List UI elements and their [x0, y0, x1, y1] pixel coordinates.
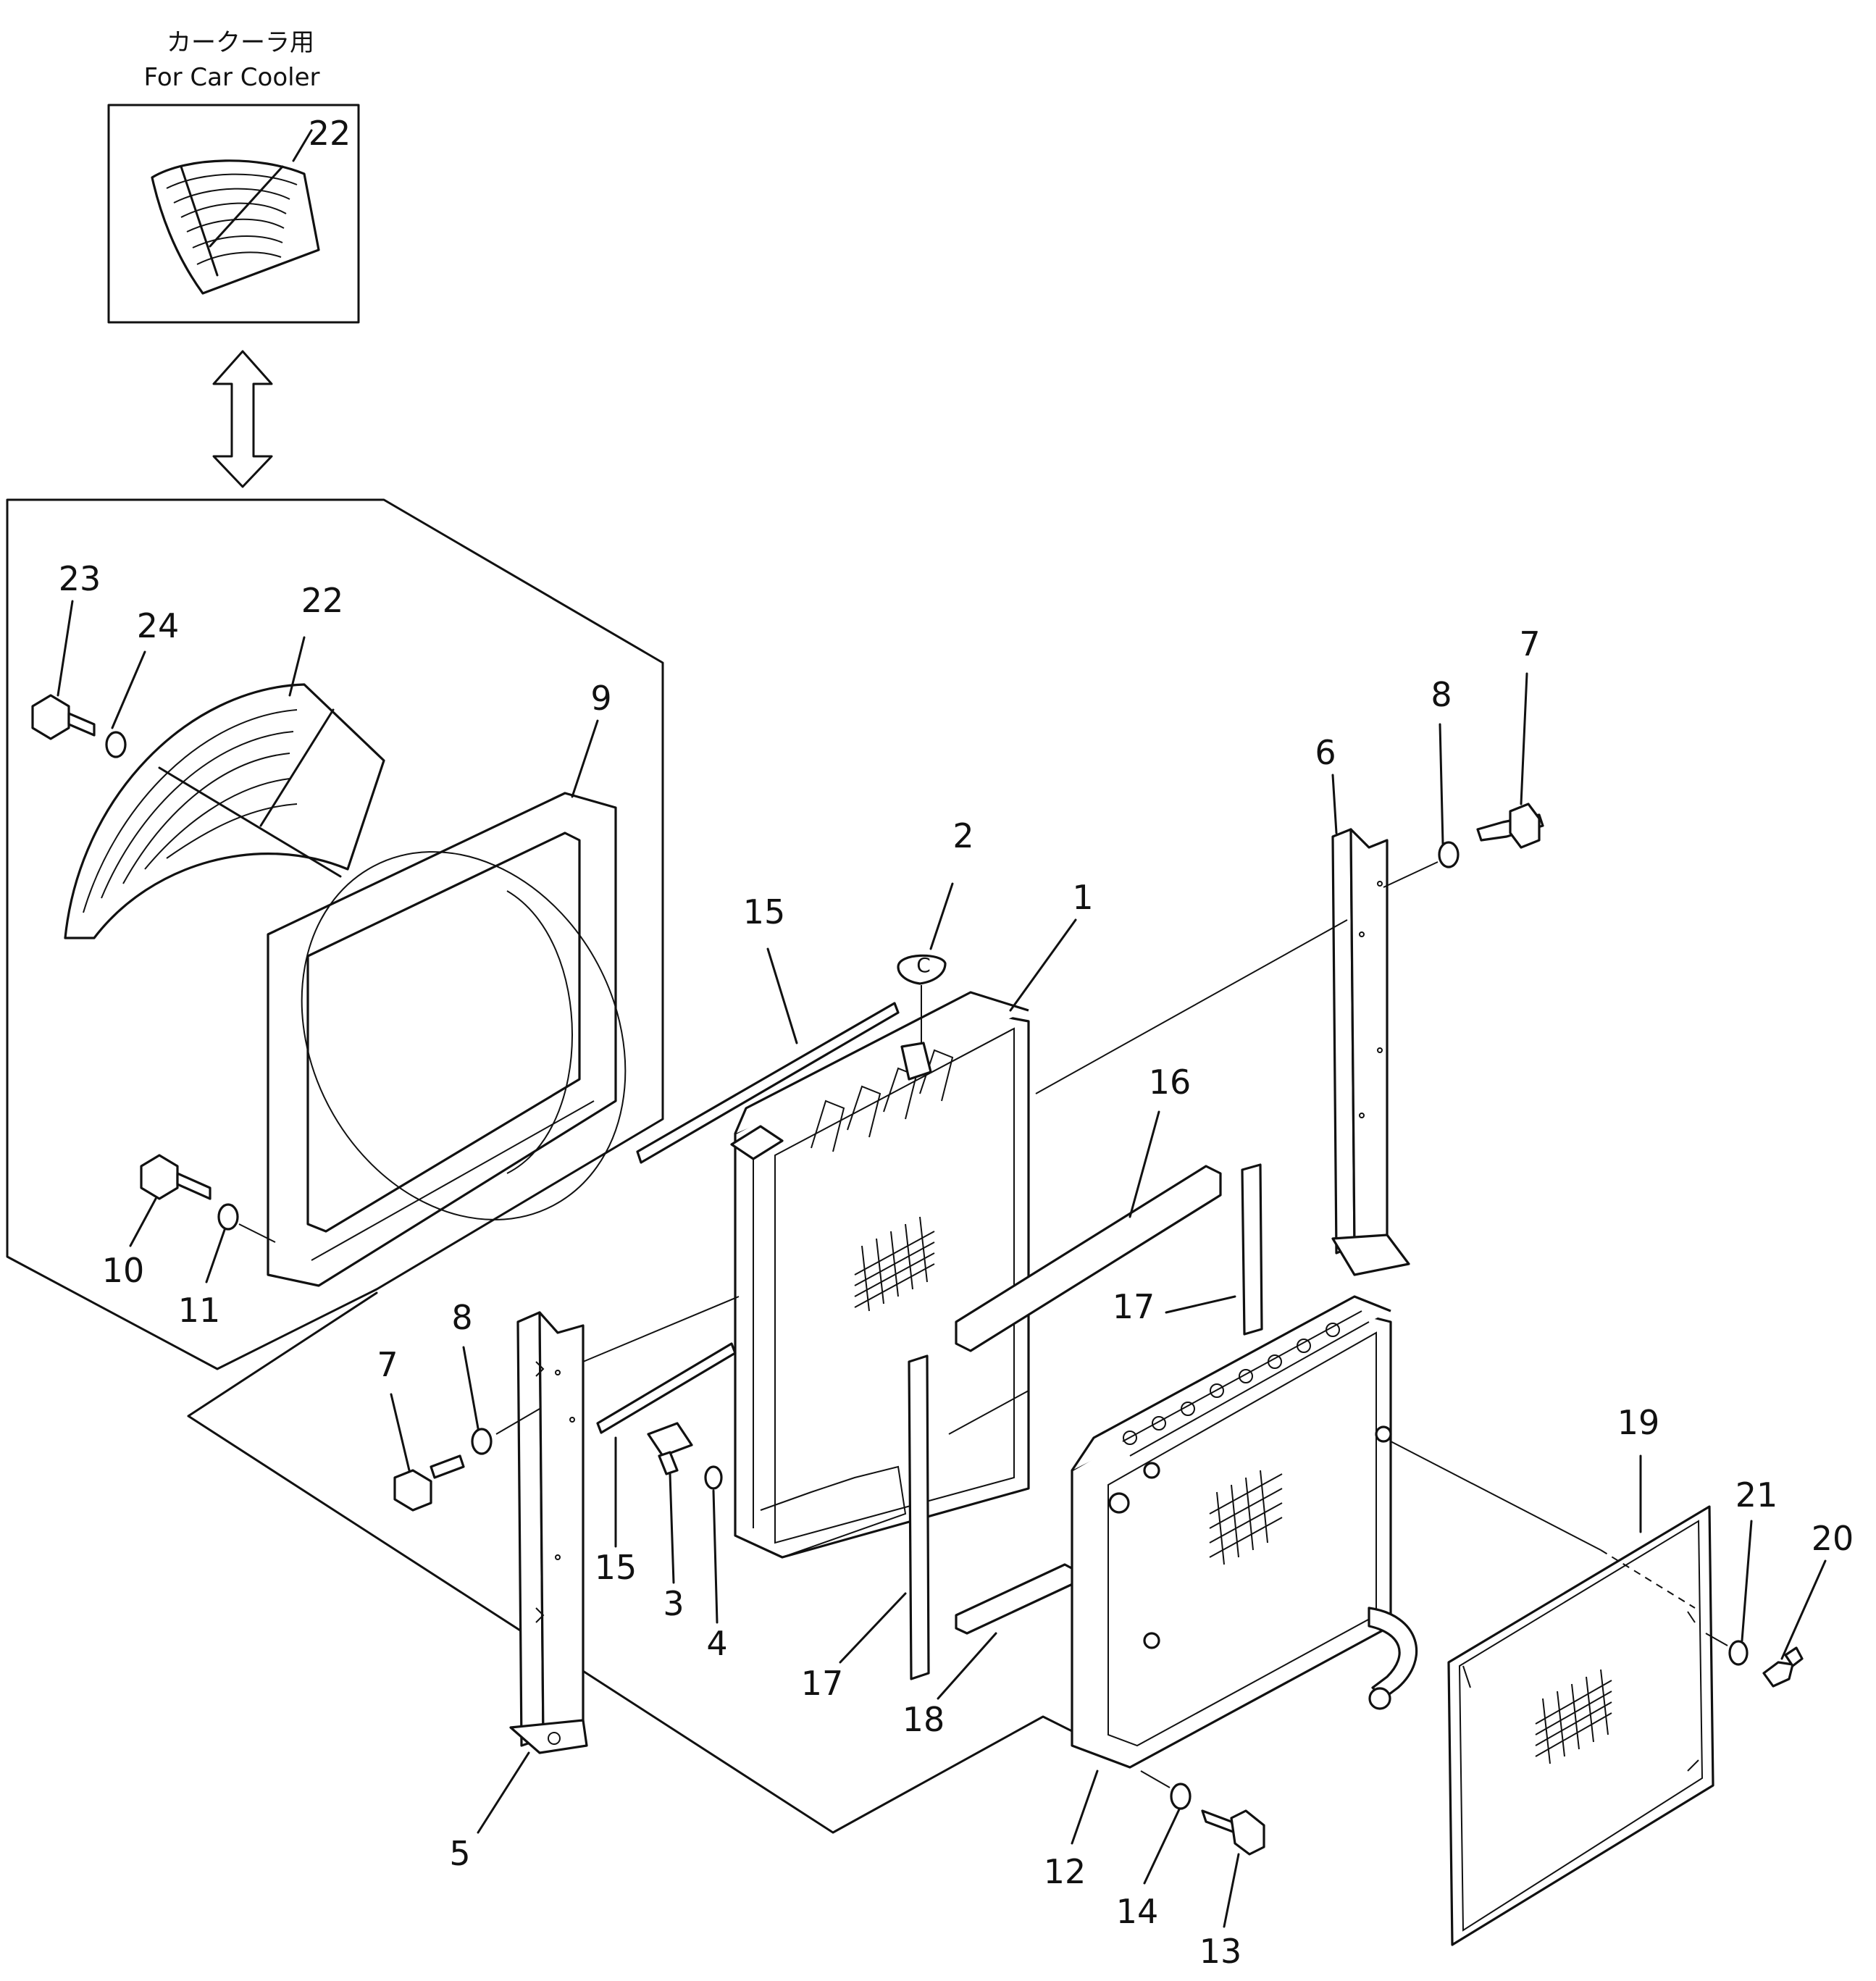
- label-4: 4: [706, 1624, 727, 1663]
- o-ring-4: [704, 1465, 723, 1490]
- label-21: 21: [1735, 1475, 1778, 1515]
- label-11: 11: [178, 1291, 221, 1330]
- fan-guard-22: [64, 683, 385, 939]
- label-14: 14: [1116, 1892, 1159, 1931]
- washer-11: [217, 1203, 239, 1231]
- car-cooler-inset: カークーラ用 For Car Cooler 22: [107, 28, 360, 324]
- label-8-upper: 8: [1431, 675, 1452, 714]
- bolt-7-lower: [393, 1454, 465, 1512]
- label-8-lower: 8: [451, 1298, 472, 1337]
- label-19: 19: [1617, 1403, 1660, 1442]
- swap-arrow-icon: [212, 350, 273, 488]
- cap-glyph-icon: C: [916, 953, 931, 977]
- label-7-lower: 7: [377, 1345, 398, 1384]
- label-15-upper: 15: [743, 892, 786, 931]
- seal-18: [955, 1563, 1077, 1635]
- seal-15-upper: [636, 1002, 900, 1164]
- caption-en: For Car Cooler: [144, 63, 320, 92]
- washer-8-lower: [471, 1428, 493, 1455]
- label-22: 22: [301, 581, 344, 620]
- label-18: 18: [903, 1700, 945, 1739]
- label-2: 2: [952, 816, 973, 855]
- label-24: 24: [137, 606, 180, 645]
- stay-6: [1331, 828, 1410, 1276]
- label-7-upper: 7: [1519, 624, 1540, 663]
- bolt-23: [31, 694, 96, 740]
- seal-17-right: [1241, 1163, 1263, 1336]
- drain-cock-3: [647, 1422, 693, 1475]
- bolt-7-upper: [1476, 803, 1544, 849]
- washer-14: [1170, 1783, 1192, 1810]
- washer-24: [105, 731, 127, 758]
- label-17-upper: 17: [1113, 1287, 1155, 1326]
- cover-19: [1447, 1505, 1714, 1946]
- label-9: 9: [590, 679, 611, 718]
- label-1: 1: [1072, 878, 1093, 917]
- caption-jp: カークーラ用: [167, 28, 314, 57]
- label-17-lower: 17: [801, 1664, 844, 1703]
- label-5: 5: [449, 1834, 470, 1873]
- label-20: 20: [1812, 1519, 1854, 1558]
- radiator-1: [730, 991, 1030, 1559]
- stay-5: [509, 1311, 588, 1754]
- bolt-10: [140, 1154, 212, 1200]
- label-3: 3: [663, 1584, 684, 1623]
- wing-bolt-20: [1762, 1646, 1804, 1688]
- radiator-cap-2: [897, 954, 947, 985]
- washer-8-upper: [1438, 841, 1460, 868]
- washer-21: [1728, 1640, 1749, 1666]
- label-12: 12: [1044, 1852, 1086, 1891]
- seal-16: [955, 1165, 1222, 1352]
- shroud-group-outline: [6, 498, 664, 1370]
- inset-box: [107, 104, 360, 324]
- seal-17-left: [908, 1354, 930, 1680]
- label-23: 23: [59, 559, 101, 598]
- label-13: 13: [1199, 1932, 1242, 1971]
- label-6: 6: [1315, 733, 1336, 772]
- label-16: 16: [1149, 1063, 1192, 1102]
- seal-15-lower: [596, 1342, 737, 1434]
- label-15-lower: 15: [595, 1548, 637, 1587]
- bolt-13: [1201, 1809, 1265, 1856]
- cooler-core-12: [1071, 1295, 1418, 1769]
- fan-shroud-9: [267, 792, 627, 1287]
- label-10: 10: [102, 1251, 145, 1290]
- label-22-inset: 22: [309, 114, 351, 153]
- inset-fan-guard: [151, 159, 320, 295]
